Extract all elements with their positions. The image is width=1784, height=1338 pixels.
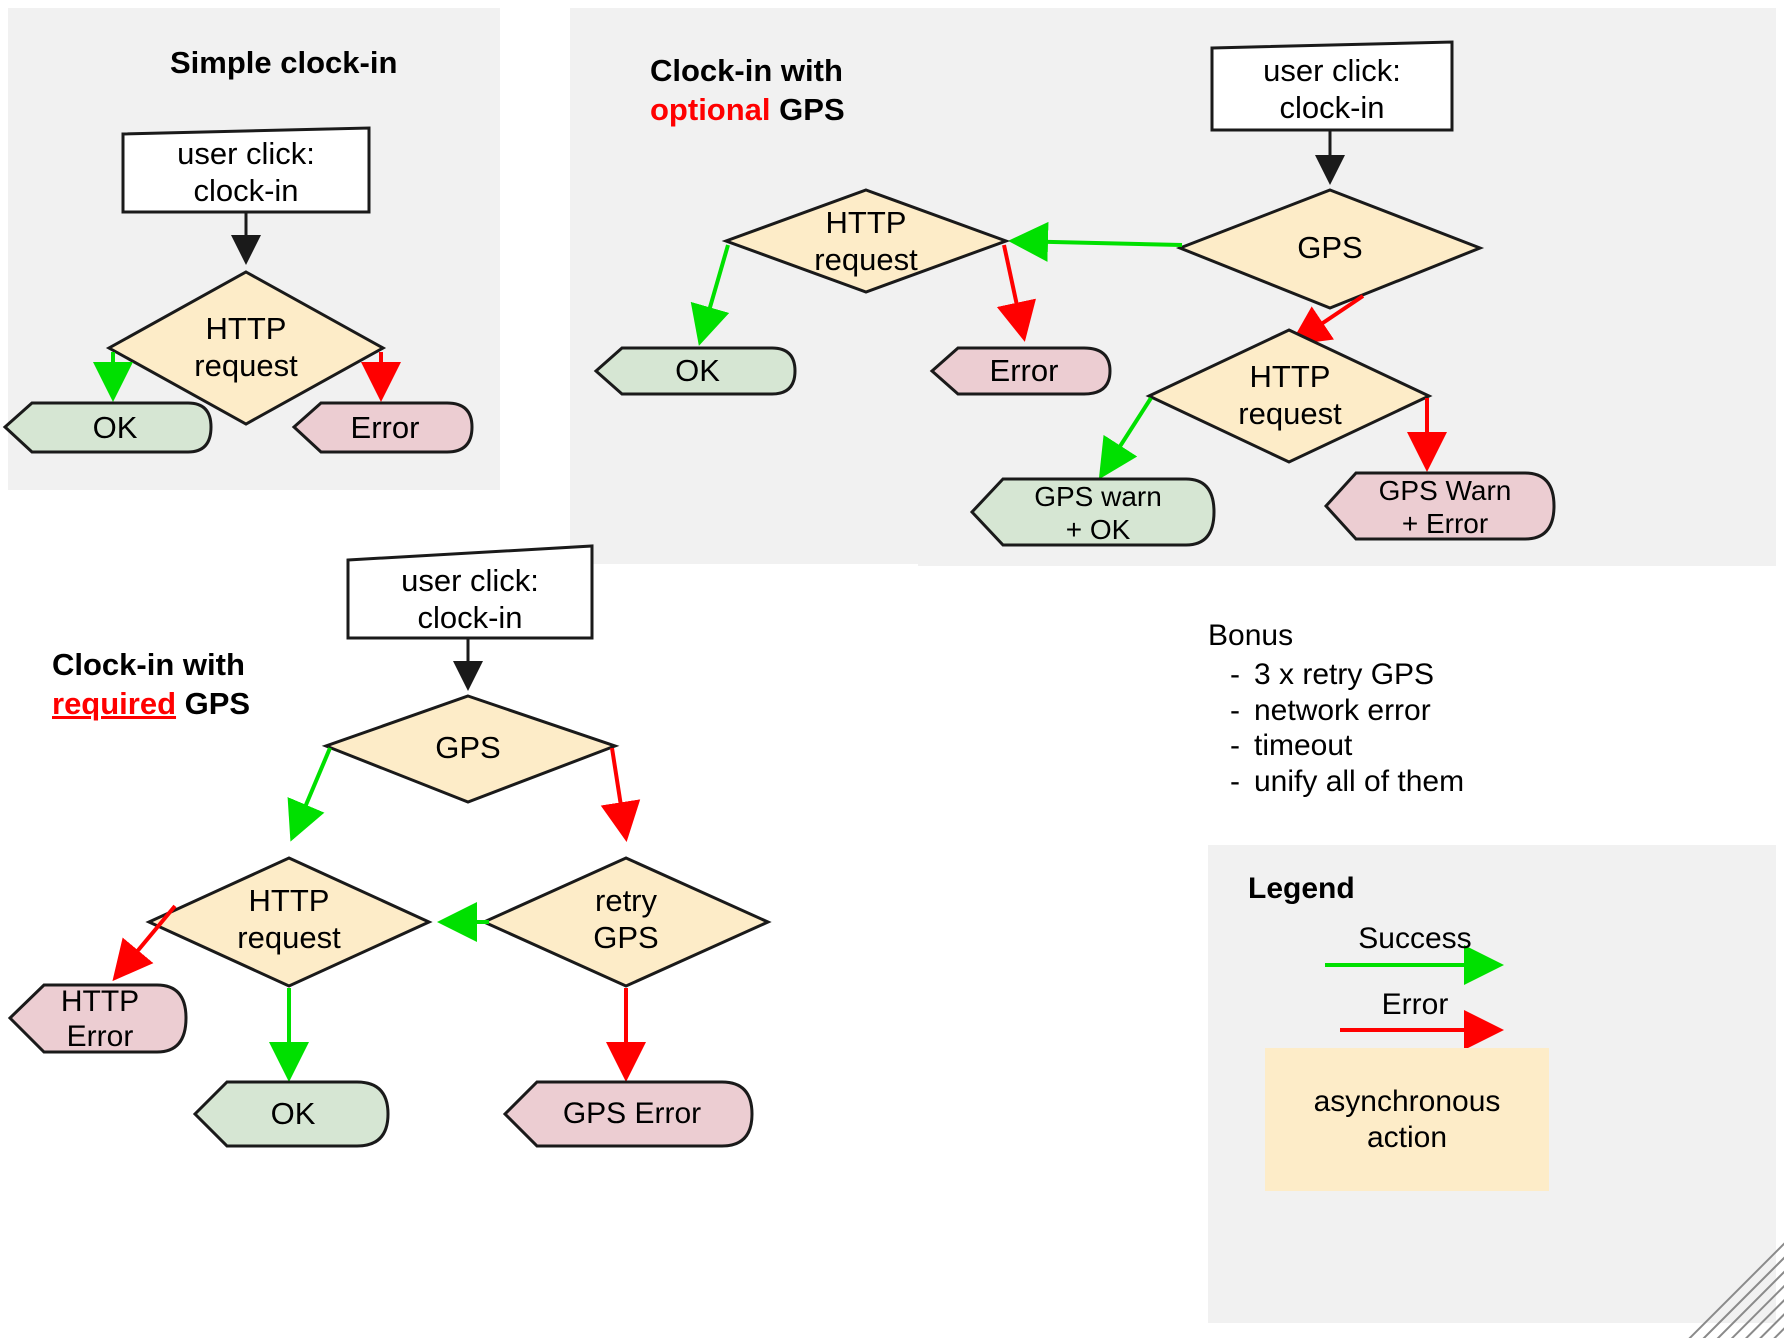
panel2-error-terminator [929, 346, 1112, 396]
panel3-http-error-terminator [7, 983, 188, 1054]
bonus-text-2: timeout [1254, 729, 1353, 763]
bonus-text-3: unify all of them [1254, 764, 1465, 798]
panel-3-title-line1: Clock-in with [52, 647, 245, 682]
panel-2-title-highlight: optional [650, 91, 771, 127]
panel2-start-node [1210, 40, 1454, 132]
bonus-dash-1: - [1230, 693, 1240, 727]
panel1-error-terminator [291, 401, 474, 454]
panel-2-title: Clock-in with optional GPS [650, 52, 1000, 130]
panel-3-title-tail: GPS [176, 685, 251, 721]
panel-2-background [570, 8, 1776, 564]
bonus-item-2: - timeout [1208, 728, 1628, 763]
panel-2-title-line1: Clock-in with [650, 53, 843, 88]
panel1-ok-terminator [2, 401, 213, 454]
panel2-edge-gps-success [1008, 221, 1183, 262]
panel-1-title: Simple clock-in [170, 45, 398, 80]
panel3-gps-error-terminator [502, 1080, 754, 1148]
bonus-item-1: - network error [1208, 693, 1628, 728]
panel3-ok-terminator [192, 1080, 390, 1148]
bonus-item-3: - unify all of them [1208, 764, 1628, 799]
bonus-text-1: network error [1254, 693, 1431, 727]
panel2-edge-http-error [996, 244, 1036, 342]
panel2-edge-http2-success [1098, 396, 1153, 480]
legend-error-label: Error [1381, 988, 1449, 1021]
panel3-start-node [346, 544, 594, 640]
bonus-item-0: - 3 x retry GPS [1208, 657, 1628, 692]
panel3-edge-gps-error [600, 747, 641, 842]
bonus-block: Bonus - 3 x retry GPS - network error - … [1208, 618, 1628, 799]
panel2-edge-gps-error [1289, 294, 1365, 346]
legend-title: Legend [1248, 872, 1355, 905]
panel2-http2-decision [1145, 328, 1433, 464]
panel3-gps-decision [321, 694, 620, 804]
panel3-http-decision [145, 856, 433, 988]
legend-async-swatch: asynchronous action [1265, 1048, 1549, 1191]
panel2-http-decision [721, 188, 1011, 294]
panel-3-title: Clock-in with required GPS [52, 646, 382, 724]
panel3-edge-gps-success [287, 747, 332, 842]
panel3-edge-http-error [112, 904, 177, 982]
bonus-dash-0: - [1230, 658, 1240, 692]
bonus-text-0: 3 x retry GPS [1254, 658, 1435, 692]
panel1-http-decision [105, 270, 387, 426]
corner-fold-decoration [1686, 1240, 1784, 1338]
panel1-start-node [121, 126, 371, 214]
panel2-gps-warn-ok-terminator [969, 477, 1216, 547]
panel2-ok-terminator [593, 346, 797, 396]
panel2-edge-http-success [690, 244, 730, 346]
panel3-retry-gps-decision [480, 856, 772, 988]
legend-success-label: Success [1358, 922, 1472, 955]
panel-3-title-highlight: required [52, 685, 177, 721]
bonus-dash-3: - [1230, 764, 1240, 798]
panel2-gps-warn-error-terminator [1323, 471, 1556, 541]
bonus-dash-2: - [1230, 729, 1240, 763]
panel-2-title-tail: GPS [770, 91, 845, 127]
bonus-heading: Bonus [1208, 619, 1294, 652]
